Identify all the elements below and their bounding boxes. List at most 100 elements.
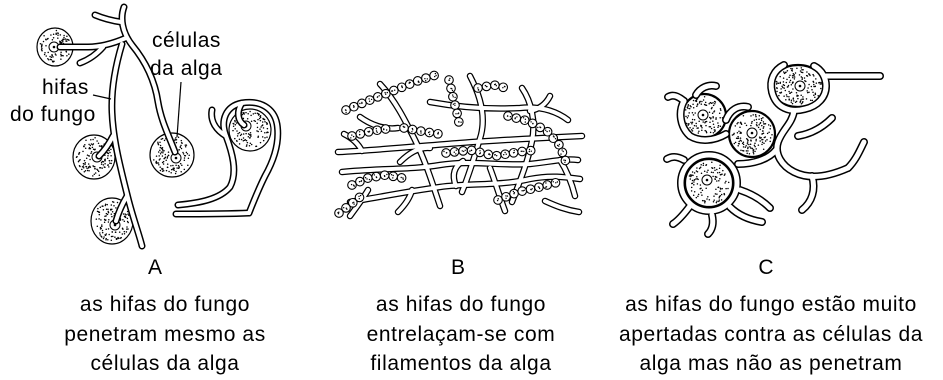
stipple-dot	[749, 153, 751, 155]
stipple-dot	[393, 175, 394, 176]
algal-bead-wall	[520, 116, 529, 125]
stipple-dot	[174, 139, 176, 141]
stipple-dot	[820, 88, 822, 90]
stipple-dot	[41, 49, 43, 51]
stipple-dot	[232, 123, 234, 125]
stipple-dot	[741, 124, 743, 126]
stipple-dot	[114, 236, 116, 238]
stipple-dot	[367, 131, 368, 132]
stipple-dot	[41, 44, 43, 46]
caption-line: alga mas não as penetram	[611, 349, 931, 379]
stipple-dot	[242, 112, 244, 114]
stipple-dot	[563, 159, 564, 160]
stipple-dot	[514, 192, 515, 193]
stipple-dot	[783, 77, 785, 79]
stipple-dot	[713, 105, 715, 107]
stipple-dot	[694, 191, 696, 193]
stipple-dot	[724, 182, 726, 184]
stipple-dot	[719, 165, 721, 167]
stipple-dot	[49, 56, 51, 58]
algal-bead	[494, 196, 503, 205]
stipple-dot	[700, 188, 702, 190]
stipple-dot	[503, 154, 504, 155]
stipple-dot	[353, 107, 354, 108]
nucleolus	[706, 179, 709, 182]
stipple-dot	[758, 144, 760, 146]
stipple-dot	[188, 155, 190, 157]
stipple-dot	[780, 88, 782, 90]
stipple-dot	[805, 81, 807, 83]
stipple-dot	[719, 178, 721, 180]
stipple-dot	[57, 32, 59, 34]
stipple-dot	[53, 60, 55, 62]
stipple-dot	[92, 139, 94, 141]
stipple-dot	[108, 221, 110, 223]
algal-bead-wall	[356, 130, 365, 139]
stipple-dot	[170, 172, 172, 174]
algal-bead	[408, 125, 417, 134]
stipple-dot	[763, 142, 765, 144]
stipple-dot	[769, 128, 771, 130]
stipple-dot	[754, 151, 756, 153]
stipple-dot	[401, 177, 402, 178]
stipple-dot	[691, 187, 693, 189]
stipple-dot	[97, 208, 99, 210]
stipple-dot	[749, 146, 751, 148]
stipple-dot	[713, 126, 715, 128]
stipple-dot	[180, 145, 182, 147]
stipple-dot	[715, 118, 717, 120]
stipple-dot	[99, 214, 101, 216]
stipple-dot	[755, 114, 757, 116]
algal-cells-pointer-line	[177, 82, 181, 137]
stipple-dot	[102, 205, 104, 207]
stipple-dot	[94, 137, 96, 139]
stipple-dot	[78, 153, 80, 155]
stipple-dot	[47, 38, 49, 40]
stipple-dot	[178, 137, 180, 139]
stipple-dot	[359, 198, 360, 199]
stipple-dot	[234, 138, 236, 140]
algal-bead	[512, 114, 521, 123]
stipple-dot	[696, 178, 698, 180]
stipple-dot	[720, 108, 722, 110]
stipple-dot	[401, 85, 402, 86]
stipple-dot	[110, 163, 112, 165]
stipple-dot	[787, 86, 789, 88]
algal-bead	[389, 172, 398, 181]
stipple-dot	[744, 122, 746, 124]
stipple-dot	[755, 140, 757, 142]
caption-line: as hifas do fungo	[15, 290, 315, 320]
stipple-dot	[175, 137, 177, 139]
stipple-dot	[402, 177, 403, 178]
stipple-dot	[788, 96, 790, 98]
stipple-dot	[754, 146, 756, 148]
stipple-dot	[750, 147, 752, 149]
stipple-dot	[55, 33, 57, 35]
stipple-dot	[254, 112, 256, 114]
stipple-dot	[167, 163, 169, 165]
stipple-dot	[91, 151, 93, 153]
stipple-dot	[477, 87, 478, 88]
stipple-dot	[701, 194, 703, 196]
stipple-dot	[790, 80, 792, 82]
stipple-dot	[553, 181, 554, 182]
stipple-dot	[374, 174, 375, 175]
algal-filament	[348, 125, 390, 141]
stipple-dot	[751, 147, 753, 149]
algal-cell	[685, 159, 733, 207]
algal-bead	[413, 77, 422, 86]
algal-bead	[455, 118, 464, 127]
stipple-dot	[346, 209, 347, 210]
stipple-dot	[350, 137, 351, 138]
stipple-dot	[353, 202, 354, 203]
stipple-dot	[107, 155, 109, 157]
stipple-dot	[747, 140, 749, 142]
stipple-dot	[545, 130, 546, 131]
stipple-dot	[815, 78, 817, 80]
stipple-dot	[690, 178, 692, 180]
stipple-dot	[104, 160, 106, 162]
stipple-dot	[47, 58, 49, 60]
stipple-dot	[709, 121, 711, 123]
stipple-dot	[235, 124, 237, 126]
stipple-dot	[391, 174, 392, 175]
